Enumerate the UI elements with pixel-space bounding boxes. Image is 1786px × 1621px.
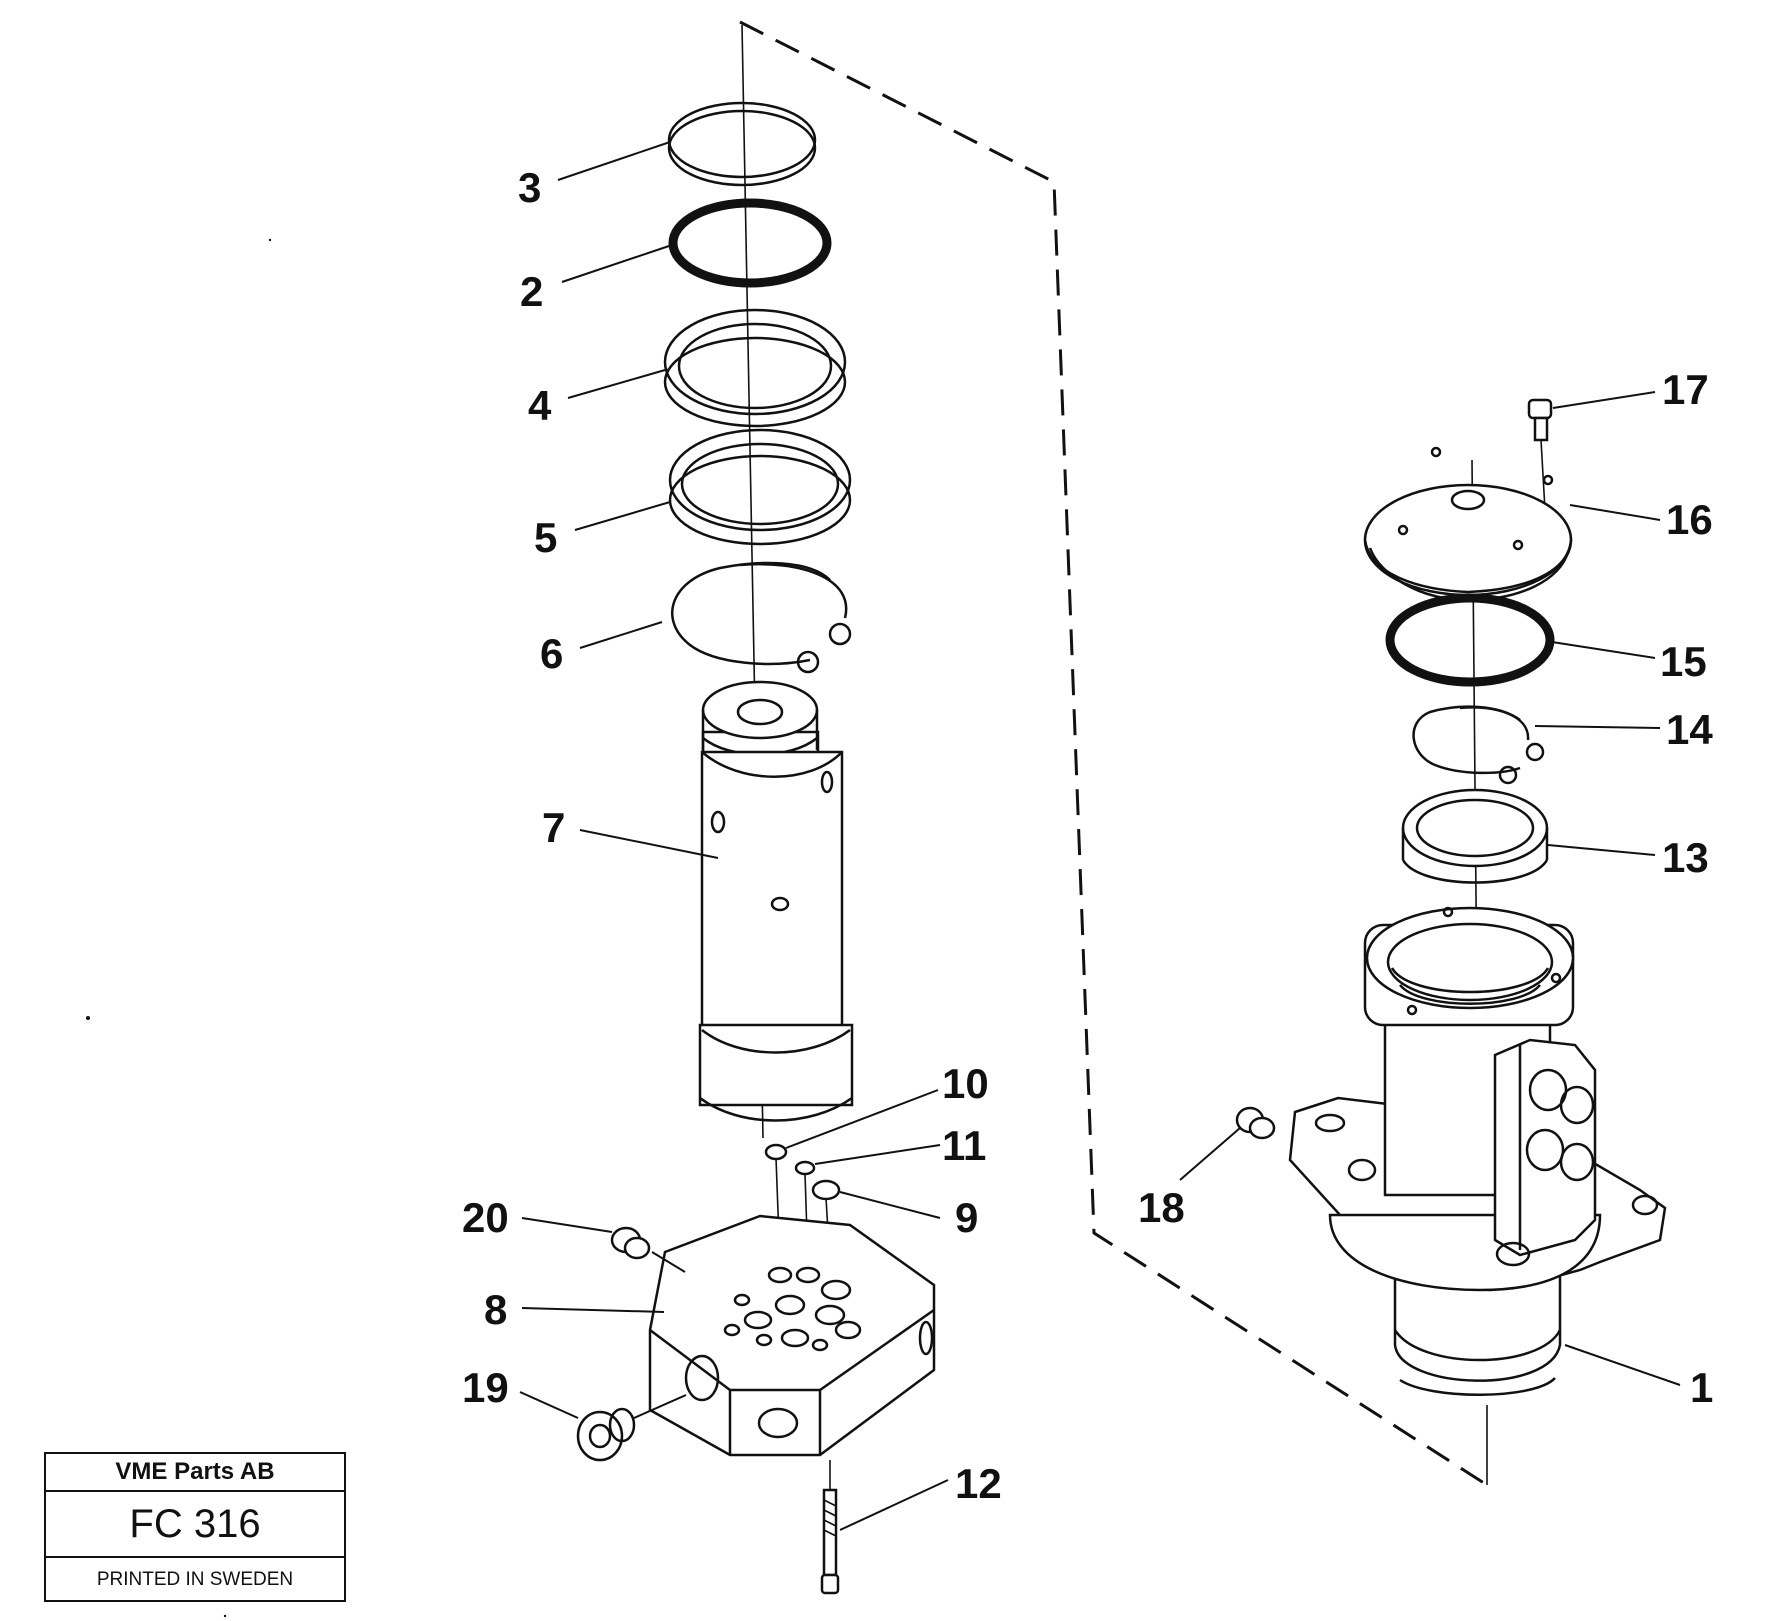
leader-12	[839, 1479, 949, 1531]
part-15-o-ring	[1385, 593, 1555, 687]
part-2-o-ring	[668, 198, 832, 288]
title-block-company: VME Parts AB	[46, 1454, 344, 1492]
callout-15: 15	[1660, 638, 1707, 685]
leader-17	[1552, 391, 1656, 409]
part-8-block	[648, 1214, 936, 1457]
part-10-seal	[764, 1143, 788, 1161]
part-17-screw	[1527, 398, 1553, 442]
part-12-bolt	[820, 1460, 840, 1595]
leader-10	[785, 1089, 939, 1149]
leader-8	[521, 1307, 665, 1313]
speck	[86, 1016, 90, 1020]
leader-1	[1564, 1344, 1681, 1386]
leader-18	[1179, 1127, 1241, 1181]
leader-15	[1551, 641, 1656, 659]
callout-7: 7	[542, 804, 565, 851]
leader-2	[561, 244, 673, 283]
callout-1: 1	[1690, 1364, 1713, 1411]
callout-6: 6	[540, 630, 563, 677]
part-14-circlip	[1412, 705, 1545, 785]
part-19-plug	[576, 1407, 636, 1462]
speck	[268, 238, 272, 242]
leader-14	[1534, 725, 1661, 729]
leader-16	[1569, 504, 1661, 521]
leader-20	[521, 1217, 613, 1233]
part-1-housing	[1288, 906, 1667, 1396]
part-6-circlip	[671, 561, 852, 674]
part-13-bearing	[1401, 788, 1549, 884]
part-3-ring	[667, 101, 817, 187]
part-11-seal	[794, 1160, 816, 1176]
leader-6	[579, 621, 663, 649]
leader-3	[557, 141, 671, 181]
leader-7	[579, 829, 719, 859]
part-20-plug	[610, 1226, 651, 1260]
callout-8: 8	[484, 1286, 507, 1333]
title-block-code: FC 316	[46, 1492, 344, 1558]
callout-9: 9	[955, 1194, 978, 1241]
callout-14: 14	[1666, 706, 1713, 753]
part-5-bearing-ring	[668, 428, 852, 546]
assembly-dashed-line	[739, 20, 1488, 1487]
part-18-plug	[1235, 1106, 1276, 1140]
leader-20-b	[651, 1251, 686, 1273]
callout-11: 11	[942, 1122, 986, 1169]
callout-10: 10	[942, 1060, 989, 1107]
leader-11	[814, 1144, 941, 1165]
callout-3: 3	[518, 164, 541, 211]
title-block-printed: PRINTED IN SWEDEN	[96, 1569, 294, 1590]
callout-12: 12	[955, 1460, 1002, 1507]
callout-16: 16	[1666, 496, 1713, 543]
callout-17: 17	[1662, 366, 1709, 413]
speck	[223, 1614, 227, 1618]
leader-19-b	[633, 1394, 687, 1419]
leader-9	[839, 1191, 941, 1219]
part-9-seal	[811, 1179, 841, 1201]
callout-19: 19	[462, 1364, 509, 1411]
callout-18: 18	[1138, 1184, 1185, 1231]
callout-20: 20	[462, 1194, 509, 1241]
part-4-seal-ring	[663, 308, 847, 428]
part-7-shaft	[698, 680, 854, 1122]
callout-13: 13	[1662, 834, 1709, 881]
leader-19	[519, 1391, 579, 1419]
leader-13	[1547, 844, 1656, 856]
axis-17	[1540, 439, 1546, 511]
callout-5: 5	[534, 514, 557, 561]
callout-2: 2	[520, 268, 543, 315]
leader-5	[574, 501, 671, 531]
part-16-cover	[1363, 446, 1573, 602]
title-block: VME Parts AB FC 316 PRINTED IN SWEDEN	[44, 1452, 346, 1602]
leader-4	[567, 369, 666, 399]
callout-4: 4	[528, 382, 552, 429]
